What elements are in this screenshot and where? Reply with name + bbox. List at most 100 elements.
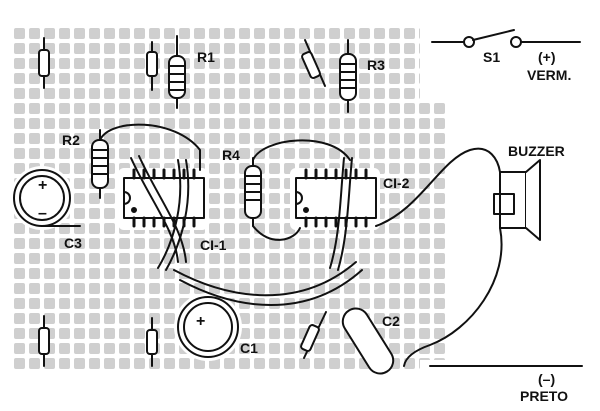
perfboard-pad	[419, 268, 430, 279]
perfboard-pad	[239, 283, 250, 294]
perfboard-pad	[419, 133, 430, 144]
perfboard-pad	[359, 118, 370, 129]
perfboard-pad	[224, 88, 235, 99]
perfboard-pad	[89, 58, 100, 69]
perfboard-pad	[239, 103, 250, 114]
perfboard-pad	[389, 328, 400, 339]
perfboard-pad	[224, 73, 235, 84]
perfboard-pad	[269, 118, 280, 129]
perfboard-pad	[434, 268, 445, 279]
perfboard-pad	[269, 58, 280, 69]
label-negative-wire: PRETO	[520, 388, 568, 404]
perfboard-pad	[164, 283, 175, 294]
perfboard-pad	[14, 148, 25, 159]
label-c2: C2	[382, 313, 400, 329]
perfboard-pad	[179, 118, 190, 129]
perfboard-pad	[239, 118, 250, 129]
perfboard-pad	[44, 283, 55, 294]
perfboard-pad	[374, 103, 385, 114]
perfboard-pad	[239, 73, 250, 84]
perfboard-pad	[284, 148, 295, 159]
perfboard-pad	[149, 148, 160, 159]
perfboard-pad	[29, 28, 40, 39]
perfboard-pad	[404, 343, 415, 354]
perfboard-pad	[29, 73, 40, 84]
perfboard-pad	[29, 358, 40, 369]
insulated-jumpers	[130, 155, 363, 306]
perfboard-pad	[164, 358, 175, 369]
perfboard-pad	[389, 193, 400, 204]
perfboard-pad	[59, 328, 70, 339]
perfboard-pad	[119, 328, 130, 339]
perfboard-pad	[194, 73, 205, 84]
perfboard-pad	[344, 358, 355, 369]
perfboard-pad	[389, 103, 400, 114]
perfboard-pad	[284, 343, 295, 354]
perfboard-pad	[74, 148, 85, 159]
perfboard-pad	[359, 148, 370, 159]
perfboard-pad	[104, 73, 115, 84]
perfboard-pad	[224, 358, 235, 369]
perfboard-pad	[419, 148, 430, 159]
perfboard-pad	[14, 58, 25, 69]
perfboard-pad	[419, 178, 430, 189]
perfboard-pad	[269, 343, 280, 354]
perfboard-pad	[89, 253, 100, 264]
capacitor-c2	[341, 307, 395, 375]
perfboard-pad	[119, 238, 130, 249]
perfboard-pad	[344, 133, 355, 144]
perfboard-pad	[359, 88, 370, 99]
perfboard-pad	[29, 43, 40, 54]
perfboard-pad	[374, 268, 385, 279]
perfboard-pad	[89, 343, 100, 354]
perfboard-pad	[59, 58, 70, 69]
perfboard-pad	[299, 73, 310, 84]
perfboard-pad	[179, 28, 190, 39]
perfboard-pad	[59, 43, 70, 54]
perfboard-pad	[29, 103, 40, 114]
perfboard-pad	[89, 238, 100, 249]
perfboard-pad	[29, 283, 40, 294]
perfboard-pad	[74, 118, 85, 129]
perfboard-pad	[299, 118, 310, 129]
perfboard-pad	[29, 148, 40, 159]
perfboard-pad	[404, 238, 415, 249]
perfboard-pad	[209, 178, 220, 189]
perfboard-pad	[389, 283, 400, 294]
perfboard-pad	[404, 133, 415, 144]
perfboard-pad	[419, 298, 430, 309]
perfboard-pad	[404, 73, 415, 84]
perfboard-pad	[284, 313, 295, 324]
perfboard-pad	[344, 268, 355, 279]
perfboard-pad	[434, 283, 445, 294]
perfboard-pad	[59, 133, 70, 144]
perfboard-pad	[74, 73, 85, 84]
perfboard-pad	[59, 313, 70, 324]
perfboard-pad	[14, 328, 25, 339]
perfboard-pad	[284, 328, 295, 339]
perfboard-pad	[269, 43, 280, 54]
perfboard-pad	[434, 343, 445, 354]
perfboard-pad	[239, 313, 250, 324]
perfboard-pad	[89, 283, 100, 294]
perfboard-pad	[164, 118, 175, 129]
perfboard-pad	[314, 103, 325, 114]
perfboard-pad	[434, 118, 445, 129]
perfboard-pad	[74, 253, 85, 264]
perfboard-pad	[134, 73, 145, 84]
perfboard-pad	[224, 148, 235, 159]
perfboard-pad	[389, 28, 400, 39]
perfboard-pad	[74, 268, 85, 279]
perfboard-pad	[389, 88, 400, 99]
perfboard-pad	[374, 313, 385, 324]
perfboard-pad	[389, 343, 400, 354]
perfboard-pad	[254, 238, 265, 249]
jumper-components	[38, 37, 327, 367]
perfboard-pad	[89, 118, 100, 129]
perfboard-pad	[404, 298, 415, 309]
perfboard-pad	[194, 103, 205, 114]
perfboard-pad	[329, 73, 340, 84]
perfboard-pad	[359, 73, 370, 84]
perfboard-pad	[329, 328, 340, 339]
perfboard-pad	[404, 268, 415, 279]
